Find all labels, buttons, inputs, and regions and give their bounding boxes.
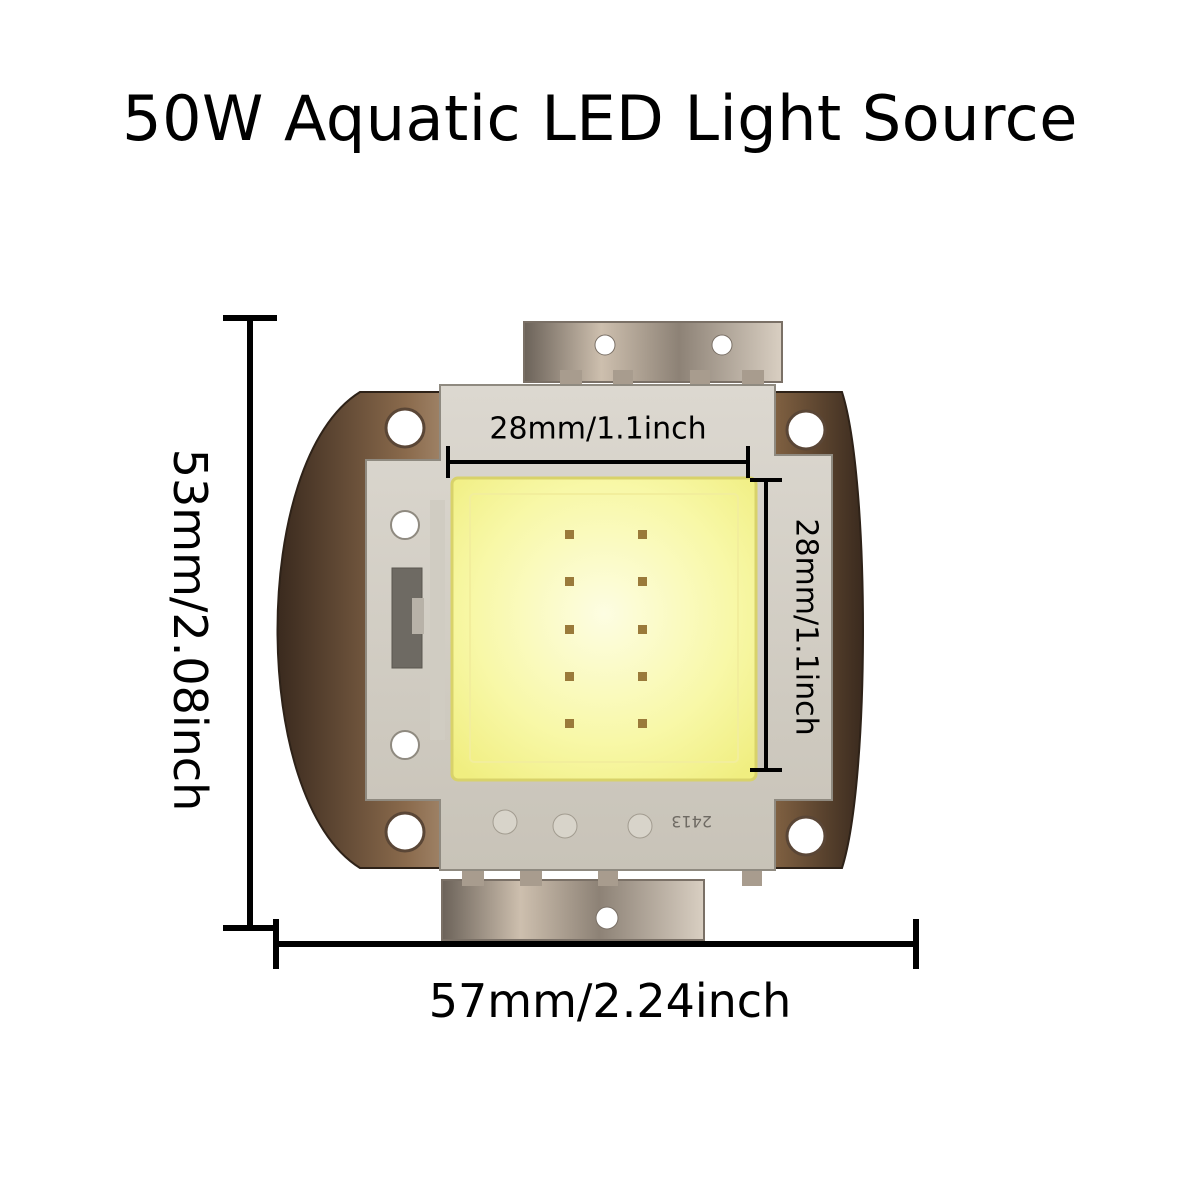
frame-stamp: 2413 — [671, 812, 712, 831]
width-dimension-line — [273, 919, 919, 969]
bond-pads — [565, 530, 647, 728]
height-dimension-line — [223, 315, 277, 931]
mounting-hole-icon — [390, 730, 420, 760]
mounting-hole-icon — [384, 811, 426, 853]
chip-height-dimension-line — [750, 478, 782, 772]
mounting-hole-icon — [384, 407, 426, 449]
chip-width-label: 28mm/1.1inch — [489, 411, 707, 447]
top-terminal-tab — [523, 321, 783, 388]
chip-width-dimension-line — [446, 446, 750, 478]
mounting-hole-icon — [785, 409, 827, 451]
mounting-hole-icon — [785, 815, 827, 857]
width-dimension-label: 57mm/2.24inch — [428, 974, 792, 1028]
chip-height-label: 28mm/1.1inch — [788, 518, 824, 736]
height-dimension-label: 53mm/2.08inch — [163, 448, 217, 812]
bottom-terminal-tab — [441, 868, 762, 941]
mounting-hole-icon — [390, 510, 420, 540]
page-title: 50W Aquatic LED Light Source — [122, 82, 1078, 155]
led-chip — [450, 476, 758, 782]
